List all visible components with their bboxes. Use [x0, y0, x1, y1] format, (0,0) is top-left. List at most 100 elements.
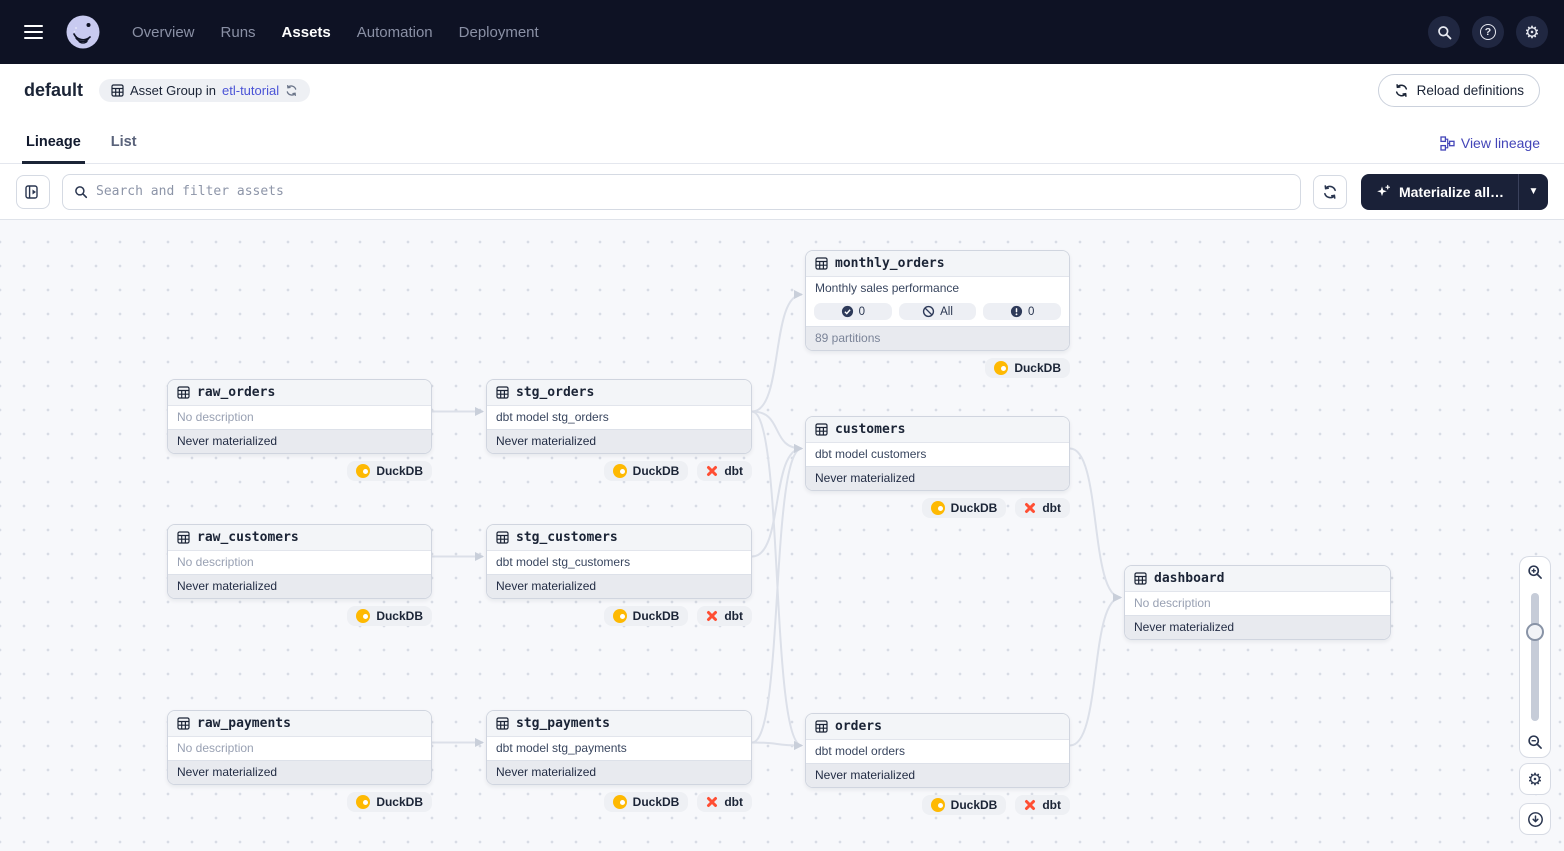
asset-search[interactable] [62, 173, 1301, 210]
duckdb-icon [612, 609, 627, 623]
asset-group-label: Asset Group in [130, 82, 217, 98]
zoom-slider[interactable] [1520, 587, 1550, 727]
asset-card[interactable]: raw_customers No description Never mater… [167, 524, 432, 599]
asset-node-monthly-orders: monthly_orders Monthly sales performance… [805, 250, 1070, 378]
asset-name: raw_payments [197, 716, 291, 731]
asset-card[interactable]: monthly_orders Monthly sales performance… [805, 250, 1070, 351]
dbt-icon [1025, 800, 1036, 810]
table-icon [496, 717, 509, 730]
lineage-canvas[interactable]: monthly_orders Monthly sales performance… [0, 220, 1564, 851]
duckdb-kind-badge[interactable]: DuckDB [603, 606, 689, 626]
asset-description: No description [168, 406, 431, 429]
lineage-edges [432, 290, 1122, 750]
nav-item-overview[interactable]: Overview [132, 23, 195, 41]
asset-node-stg-orders: stg_orders dbt model stg_orders Never ma… [486, 379, 752, 481]
materialization-status: Never materialized [168, 574, 431, 598]
asset-name: customers [835, 422, 906, 437]
check-circle-icon [841, 305, 853, 318]
duckdb-kind-badge[interactable]: DuckDB [603, 792, 689, 812]
menu-icon[interactable] [16, 14, 52, 50]
asset-name: stg_payments [516, 716, 610, 731]
partition-count: 89 partitions [806, 326, 1069, 350]
help-icon[interactable]: ? [1472, 16, 1504, 48]
asset-description: No description [1125, 592, 1390, 615]
tabs-bar: Lineage List View lineage [0, 116, 1564, 164]
search-icon [75, 185, 88, 198]
asset-name: raw_customers [197, 530, 299, 545]
duckdb-kind-badge[interactable]: DuckDB [347, 461, 432, 481]
tab-list[interactable]: List [110, 134, 137, 150]
duckdb-kind-badge[interactable]: DuckDB [921, 795, 1007, 815]
asset-node-orders: orders dbt model orders Never materializ… [805, 713, 1070, 815]
refresh-icon[interactable] [1312, 174, 1347, 209]
table-icon [496, 386, 509, 399]
duckdb-kind-badge[interactable]: DuckDB [921, 498, 1007, 518]
duckdb-kind-badge[interactable]: DuckDB [603, 461, 689, 481]
recenter-icon[interactable] [1519, 803, 1551, 835]
search-input[interactable] [96, 184, 1289, 199]
duckdb-kind-badge[interactable]: DuckDB [347, 792, 432, 812]
graph-settings-icon[interactable]: ⚙ [1519, 763, 1551, 795]
tab-lineage[interactable]: Lineage [22, 134, 85, 164]
duckdb-kind-badge[interactable]: DuckDB [347, 606, 432, 626]
materialization-status: Never materialized [487, 760, 751, 784]
asset-card[interactable]: customers dbt model customers Never mate… [805, 416, 1070, 491]
zoom-slider-handle[interactable] [1526, 623, 1544, 641]
dbt-icon [1025, 503, 1036, 513]
dagster-logo[interactable] [64, 13, 102, 51]
nav-item-runs[interactable]: Runs [220, 23, 256, 41]
asset-card[interactable]: orders dbt model orders Never materializ… [805, 713, 1070, 788]
materialization-status: Never materialized [168, 429, 431, 453]
asset-node-raw-customers: raw_customers No description Never mater… [167, 524, 432, 626]
asset-card[interactable]: stg_orders dbt model stg_orders Never ma… [486, 379, 752, 454]
duckdb-icon [612, 464, 627, 478]
zoom-in-icon[interactable] [1520, 557, 1550, 587]
dbt-kind-badge[interactable]: dbt [697, 461, 752, 481]
sidebar-toggle-icon[interactable] [16, 174, 50, 209]
asset-card[interactable]: stg_customers dbt model stg_customers Ne… [486, 524, 752, 599]
sparkle-icon [1377, 184, 1390, 196]
table-icon [815, 257, 828, 270]
table-icon [111, 83, 124, 97]
dbt-kind-badge[interactable]: dbt [697, 606, 752, 626]
asset-card[interactable]: dashboard No description Never materiali… [1124, 565, 1391, 640]
asset-card[interactable]: raw_orders No description Never material… [167, 379, 432, 454]
code-location-link[interactable]: etl-tutorial [222, 82, 280, 98]
zoom-out-icon[interactable] [1520, 727, 1550, 757]
asset-name: monthly_orders [835, 256, 945, 271]
asset-node-customers: customers dbt model customers Never mate… [805, 416, 1070, 518]
dbt-kind-badge[interactable]: dbt [1015, 498, 1070, 518]
materialized-count-pill[interactable]: 0 [814, 303, 892, 320]
duckdb-kind-badge[interactable]: DuckDB [985, 358, 1070, 378]
asset-card[interactable]: raw_payments No description Never materi… [167, 710, 432, 785]
missing-partitions-pill[interactable]: All [898, 303, 977, 320]
lineage-icon [1440, 135, 1455, 151]
dbt-kind-badge[interactable]: dbt [1015, 795, 1070, 815]
nav-item-assets[interactable]: Assets [281, 23, 331, 41]
asset-card[interactable]: stg_payments dbt model stg_payments Neve… [486, 710, 752, 785]
page-header: default Asset Group in etl-tutorial Relo… [0, 64, 1564, 116]
view-lineage-link[interactable]: View lineage [1440, 135, 1540, 163]
duckdb-icon [356, 464, 371, 478]
asset-description: dbt model stg_customers [487, 551, 751, 574]
failed-count-pill[interactable]: 0 [983, 303, 1062, 320]
nav-item-deployment[interactable]: Deployment [458, 23, 539, 41]
reload-definitions-button[interactable]: Reload definitions [1377, 73, 1540, 107]
dbt-kind-badge[interactable]: dbt [697, 792, 752, 812]
asset-name: dashboard [1154, 571, 1225, 586]
asset-node-stg-customers: stg_customers dbt model stg_customers Ne… [486, 524, 752, 626]
search-icon[interactable] [1428, 16, 1460, 48]
asset-description: dbt model stg_payments [487, 737, 751, 760]
nav-item-automation[interactable]: Automation [356, 23, 433, 41]
asset-node-raw-orders: raw_orders No description Never material… [167, 379, 432, 481]
asset-group-badge: Asset Group in etl-tutorial [99, 78, 311, 102]
table-icon [815, 423, 828, 436]
asset-name: stg_customers [516, 530, 618, 545]
asset-description: dbt model customers [806, 443, 1069, 466]
slash-circle-icon [922, 305, 935, 318]
materialize-all-button[interactable]: Materialize all… [1361, 174, 1518, 210]
duckdb-icon [356, 609, 371, 623]
materialize-options-caret[interactable]: ▼ [1518, 173, 1548, 210]
gear-icon[interactable]: ⚙ [1516, 16, 1548, 48]
